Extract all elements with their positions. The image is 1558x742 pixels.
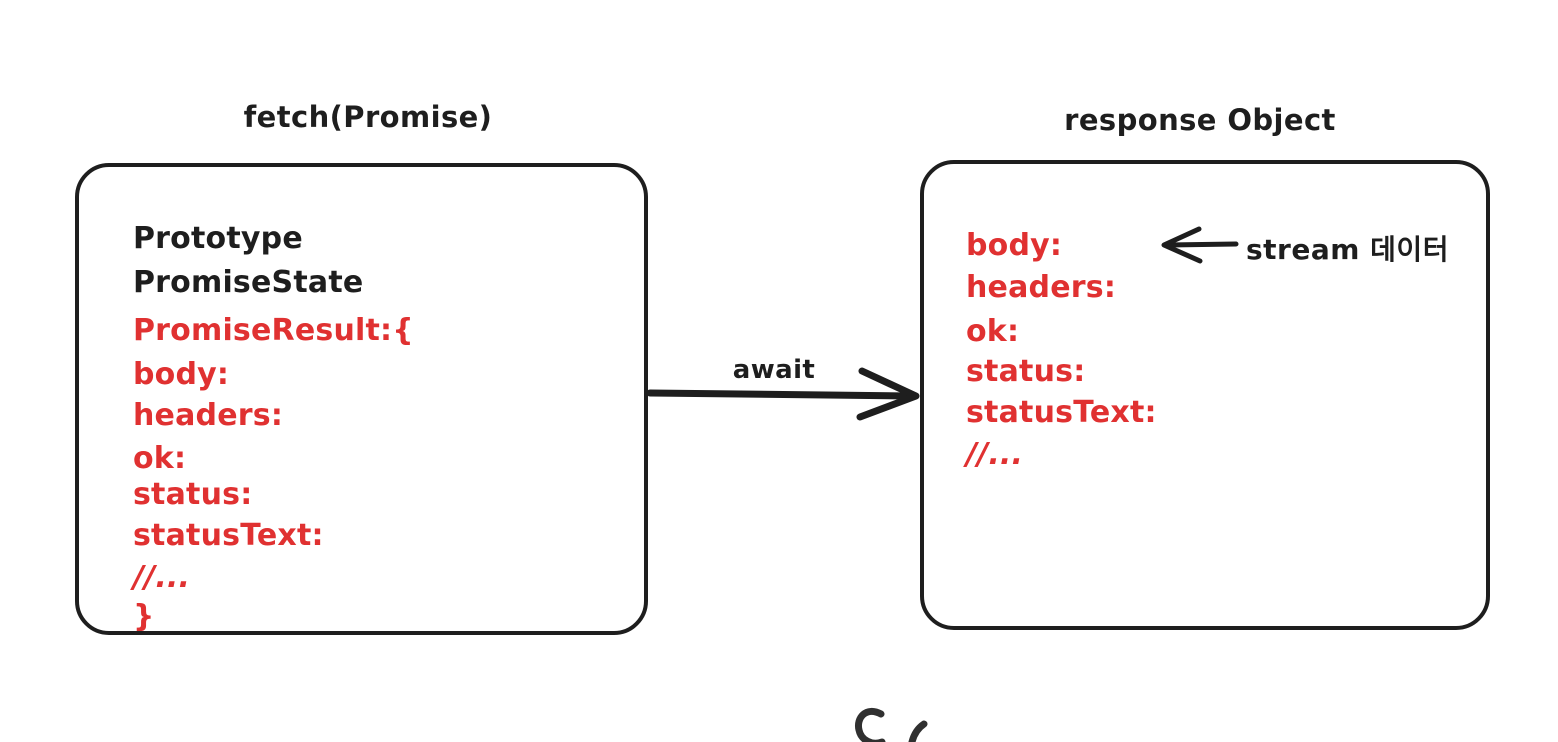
code-line: Prototype [133,221,303,256]
node-box-fetch-promise[interactable] [75,163,648,635]
code-line: status: [133,477,253,512]
code-line: body: [966,228,1063,263]
code-line: } [133,599,155,634]
code-line: ok: [133,441,187,476]
code-line: //... [133,560,191,595]
code-line: statusText: [133,518,324,553]
code-line: ok: [966,314,1020,349]
annotation-label-stream: stream 데이터 [1246,233,1449,266]
node-title-fetch-promise: fetch(Promise) [243,100,493,134]
node-title-response-object: response Object [1064,103,1336,137]
edge-label-await: await [732,355,816,385]
clipped-bottom-glyph [854,707,928,742]
code-line: status: [966,354,1086,389]
code-line: headers: [966,270,1117,305]
code-line: //... [966,437,1024,472]
code-line: statusText: [966,395,1157,430]
code-line: body: [133,357,230,392]
code-line: PromiseResult:{ [133,313,414,348]
code-line: PromiseState [133,265,364,300]
code-line: headers: [133,398,284,433]
node-box-response-object[interactable] [920,160,1490,630]
